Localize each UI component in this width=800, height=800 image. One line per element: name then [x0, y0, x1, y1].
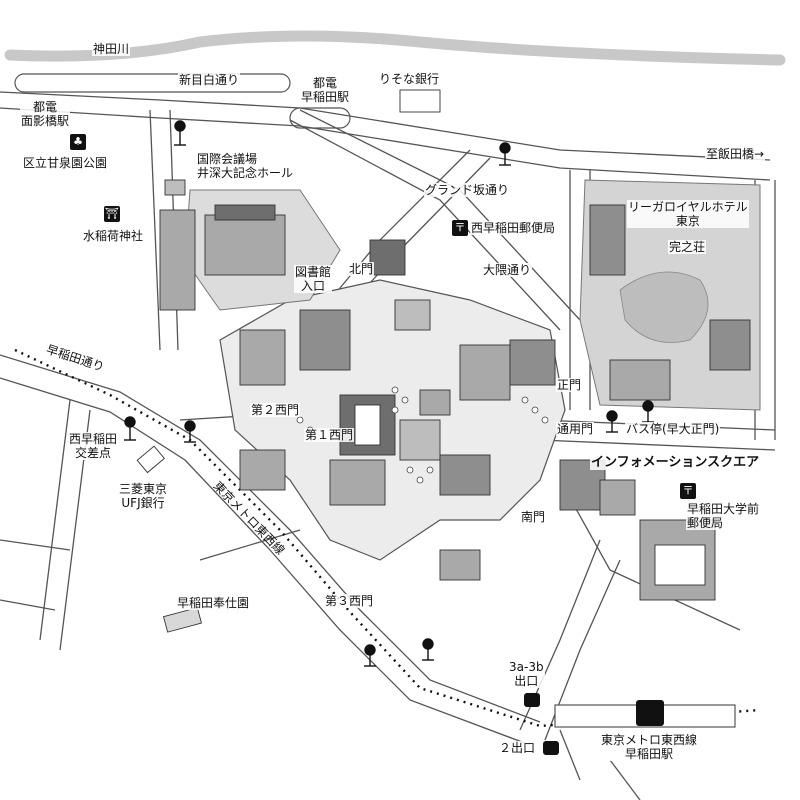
main-gate-label: 正門: [556, 378, 583, 392]
buildings: [136, 89, 751, 633]
toden-waseda-station-label: 都電 早稲田駅: [300, 76, 351, 104]
first-west-gate-label: 第１西門: [304, 428, 355, 442]
park-icon: ♣: [70, 134, 86, 150]
nishi-waseda-post-label: 西早稲田郵便局: [470, 221, 557, 235]
waseda-univ-post-label: 早稲田大学前 郵便局: [686, 502, 761, 530]
metro-station-icon: [636, 700, 664, 726]
library-entrance-label: 図書館 入口: [294, 265, 333, 293]
shrine-icon: ⛩: [104, 206, 120, 222]
service-gate-label: 通用門: [556, 422, 595, 436]
metro-exit-3a3b-icon: [524, 693, 540, 707]
third-west-gate-label: 第３西門: [324, 594, 375, 608]
tozai-waseda-station-label: 東京メトロ東西線 早稲田駅: [600, 733, 699, 761]
ibuka-hall-label: 国際会議場 井深大記念ホール: [196, 152, 295, 180]
tozai-line: [14, 348, 761, 728]
metro-exit-2-icon: [543, 741, 559, 755]
mufg-bank-label: 三菱東京 UFJ銀行: [118, 482, 169, 510]
kanshiso-label: 完之荘: [668, 240, 707, 254]
information-square-label: インフォメーションスクエア: [590, 455, 761, 470]
second-west-gate-label: 第２西門: [250, 403, 301, 417]
kanda-river-label: 神田川: [92, 42, 131, 56]
resona-bank-label: りそな銀行: [378, 72, 441, 86]
okuma-dori-label: 大隈通り: [482, 263, 533, 277]
exit-2-label: ２出口: [498, 741, 537, 755]
bus-stop-label: バス停(早大正門): [625, 422, 721, 436]
nishi-waseda-crossing-label: 西早稲田 交差点: [68, 432, 119, 460]
south-gate-label: 南門: [520, 510, 547, 524]
exit-3a3b-label: 3a-3b 出口: [508, 660, 545, 688]
toden-track: [14, 73, 351, 129]
rihga-hotel-label: リーガロイヤルホテル 東京: [627, 200, 749, 228]
waseda-hoshien-label: 早稲田奉仕園: [176, 596, 251, 610]
omokage-station-label: 都電 面影橋駅: [20, 100, 71, 128]
iidabashi-label: 至飯田橋→: [705, 147, 766, 161]
grand-zaka-label: グランド坂通り: [424, 183, 511, 197]
garden-pond: [619, 271, 709, 343]
shin-mejiro-label: 新目白通り: [178, 73, 241, 87]
suiinari-shrine-label: 水稲荷神社: [82, 229, 145, 243]
post-office-icon: 〒: [452, 220, 468, 236]
amazake-park-label: 区立甘泉園公園: [22, 156, 109, 170]
north-gate-label: 北門: [348, 262, 375, 276]
waseda-post-icon: 〒: [680, 483, 696, 499]
